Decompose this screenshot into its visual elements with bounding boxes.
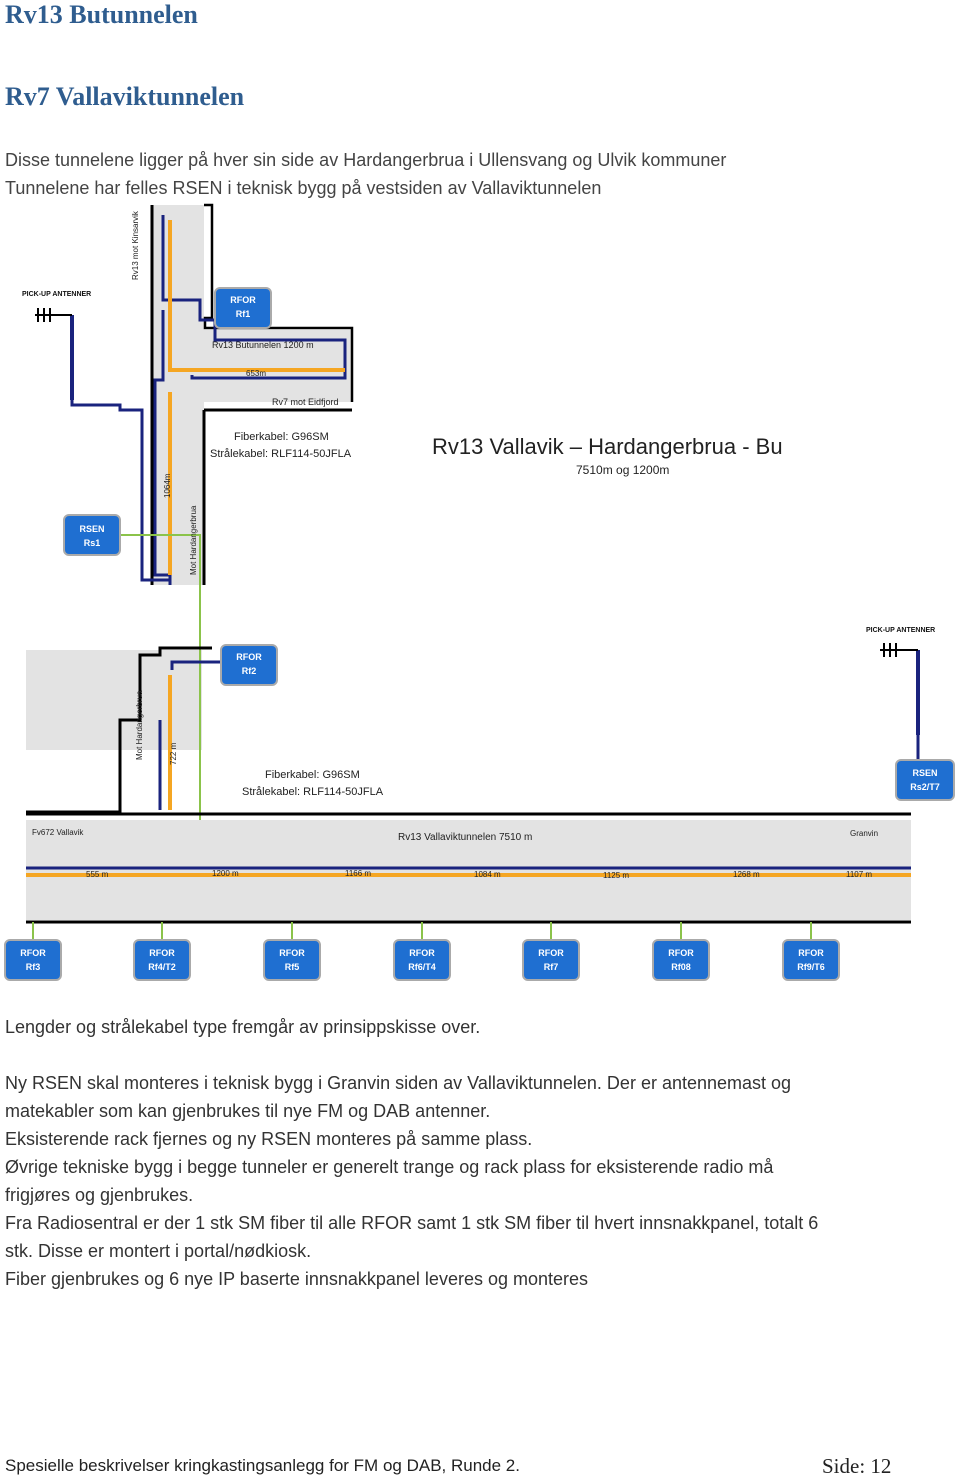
paragraph: Fra Radiosentral er der 1 stk SM fiber t…	[5, 1213, 819, 1233]
distance-label: 1166 m	[345, 869, 371, 878]
rfor-rf2-box: RFOR Rf2	[220, 644, 278, 686]
butunnel-corridor	[152, 330, 352, 402]
distance-label: 1084 m	[474, 870, 501, 879]
road-edge	[203, 203, 354, 402]
rfor-box: RFOR Rf5	[263, 939, 321, 981]
paragraph: Fiber gjenbrukes og 6 nye IP baserte inn…	[5, 1269, 589, 1289]
rfor-drops	[32, 922, 812, 940]
paragraph: Ny RSEN skal monteres i teknisk bygg i G…	[5, 1073, 792, 1093]
pickup-antenna-right-icon	[880, 643, 920, 760]
fiber-link	[120, 534, 201, 820]
road-label: Fv672 Vallavik	[32, 828, 84, 837]
paragraph: Øvrige tekniske bygg i begge tunneler er…	[5, 1157, 774, 1177]
fiber-label: Fiberkabel: G96SM	[265, 769, 360, 781]
rsen-rs2-box: RSEN Rs2/T7	[895, 759, 955, 801]
svg-text:Rs1: Rs1	[84, 538, 101, 548]
vallavik-label: Rv13 Vallaviktunnelen 7510 m	[398, 832, 532, 843]
rfor-box-label: Rf5	[285, 962, 300, 972]
pickup-antenna-left-icon	[35, 308, 74, 400]
svg-text:RSEN: RSEN	[79, 524, 104, 534]
rfor-box-label: Rf08	[671, 962, 691, 972]
radiating-cable	[170, 660, 220, 670]
svg-text:Rf2: Rf2	[242, 666, 257, 676]
diagram-title: Rv13 Vallavik – Hardangerbrua - Bu	[432, 434, 783, 459]
rfor-box: RFOR Rf9/T6	[782, 939, 840, 981]
intro-line: Tunnelene har felles RSEN i teknisk bygg…	[5, 178, 602, 198]
distance-label: 1200 m	[212, 869, 239, 878]
rfor-box-label: Rf7	[544, 962, 559, 972]
pickup-label-right: PICK-UP ANTENNER	[866, 627, 935, 634]
footer-left: Spesielle beskrivelser kringkastingsanle…	[5, 1456, 520, 1475]
rfor-box: RFOR Rf3	[4, 939, 62, 981]
rfor-box-label: RFOR	[798, 948, 824, 958]
tunnel-diagram: PICK-UP ANTENNER PICK-UP ANTENNER Rv13 V…	[4, 203, 955, 981]
road-label: Rv7 mot Eidfjord	[272, 397, 339, 407]
pickup-label-left: PICK-UP ANTENNER	[22, 291, 91, 298]
svg-text:RFOR: RFOR	[230, 295, 256, 305]
intro-line: Disse tunnelene ligger på hver sin side …	[5, 150, 727, 170]
fiber-cable	[168, 220, 345, 372]
paragraph: frigjøres og gjenbrukes.	[5, 1185, 194, 1205]
distance-label: 1064m	[163, 473, 172, 498]
vallavik-corridor	[26, 820, 911, 920]
rfor-box-label: Rf3	[26, 962, 41, 972]
rfor-box: RFOR Rf08	[652, 939, 710, 981]
distance-label: 1125 m	[603, 871, 629, 880]
heading-rv13: Rv13 Butunnelen	[5, 0, 198, 29]
radiating-cable	[70, 315, 170, 582]
distance-label: 1107 m	[846, 870, 872, 879]
radiating-label: Strålekabel: RLF114-50JFLA	[210, 448, 352, 460]
rfor-box-label: RFOR	[279, 948, 305, 958]
diagram-subtitle: 7510m og 1200m	[576, 463, 669, 477]
lower-west-corridor	[26, 650, 202, 750]
rfor-box: RFOR Rf6/T4	[393, 939, 451, 981]
svg-text:RSEN: RSEN	[912, 768, 937, 778]
paragraph: stk. Disse er montert i portal/nødkiosk.	[5, 1241, 312, 1261]
bottom-rfor-boxes: RFOR Rf3 RFOR Rf4/T2 RFOR Rf5 RFOR Rf6/T4 RFOR Rf…	[4, 939, 840, 981]
radiating-cable	[161, 215, 347, 380]
distance-label: 555 m	[86, 870, 109, 879]
rfor-box-label: RFOR	[20, 948, 46, 958]
paragraph: Lengder og strålekabel type fremgår av p…	[5, 1017, 481, 1037]
rfor-box-label: Rf6/T4	[408, 962, 436, 972]
rfor-box-label: RFOR	[409, 948, 435, 958]
road-label: Mot Hardangerbrua	[189, 505, 198, 575]
svg-text:RFOR: RFOR	[236, 652, 262, 662]
rsen-rs1-box: RSEN Rs1	[63, 514, 121, 556]
rfor-box-label: Rf4/T2	[148, 962, 176, 972]
rfor-box: RFOR Rf7	[522, 939, 580, 981]
road-edge	[26, 646, 212, 814]
rfor-box-label: RFOR	[538, 948, 564, 958]
road-label: Rv13 mot Kinsarvik	[131, 210, 140, 280]
distance-label: 653m	[246, 369, 266, 378]
road-label: Granvin	[850, 829, 878, 838]
rfor-box-label: Rf9/T6	[797, 962, 825, 972]
page-number: Side: 12	[822, 1454, 892, 1478]
radiating-cable	[153, 310, 172, 585]
distance-label: 722 m	[169, 742, 178, 765]
rfor-rf1-box: RFOR Rf1	[214, 287, 272, 329]
svg-text:Rs2/T7: Rs2/T7	[910, 782, 940, 792]
heading-rv7: Rv7 Vallaviktunnelen	[5, 82, 245, 111]
rfor-box-label: RFOR	[149, 948, 175, 958]
svg-text:Rf1: Rf1	[236, 309, 251, 319]
rfor-box: RFOR Rf4/T2	[133, 939, 191, 981]
radiating-label: Strålekabel: RLF114-50JFLA	[242, 786, 384, 798]
fiber-label: Fiberkabel: G96SM	[234, 431, 329, 443]
rfor-box-label: RFOR	[668, 948, 694, 958]
intro-text: Disse tunnelene ligger på hver sin side …	[5, 146, 726, 202]
paragraph: matekabler som kan gjenbrukes til nye FM…	[5, 1101, 491, 1121]
paragraph: Eksisterende rack fjernes og ny RSEN mon…	[5, 1129, 533, 1149]
distance-label: 1268 m	[733, 870, 760, 879]
butunnel-label: Rv13 Butunnelen 1200 m	[212, 340, 314, 350]
road-label: Mot Hardangerbrua	[135, 690, 144, 760]
